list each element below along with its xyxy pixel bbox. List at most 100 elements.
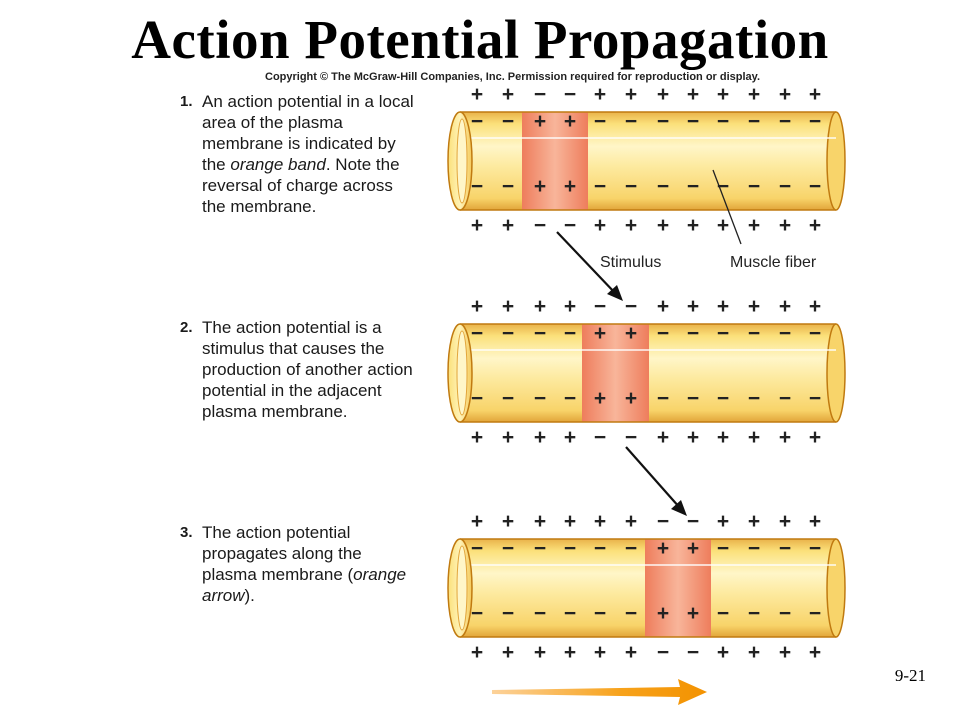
action-potential-band xyxy=(522,112,588,210)
inner-top-charge: − xyxy=(471,110,483,133)
inner-top-charge: + xyxy=(657,537,669,560)
outer-top-charge: + xyxy=(625,510,637,533)
muscle-fiber-leader-line xyxy=(712,169,742,245)
outer-top-charge: + xyxy=(687,295,699,318)
inner-top-charge: − xyxy=(809,322,821,345)
inner-bottom-charge: − xyxy=(564,602,576,625)
outer-bottom-charge: − xyxy=(687,641,699,664)
outer-bottom-charge: + xyxy=(534,641,546,664)
inner-bottom-charge: + xyxy=(564,175,576,198)
inner-top-charge: − xyxy=(717,322,729,345)
outer-bottom-charge: + xyxy=(779,426,791,449)
step-text: The action potential propagates along th… xyxy=(202,522,420,606)
inner-bottom-charge: − xyxy=(687,175,699,198)
outer-bottom-charge: + xyxy=(534,426,546,449)
inner-top-charge: − xyxy=(471,322,483,345)
outer-bottom-charge: + xyxy=(625,214,637,237)
outer-bottom-charge: + xyxy=(809,214,821,237)
inner-bottom-charge: + xyxy=(594,387,606,410)
inner-bottom-charge: − xyxy=(809,387,821,410)
inner-bottom-charge: − xyxy=(625,175,637,198)
inner-bottom-charge: − xyxy=(748,387,760,410)
inner-top-charge: − xyxy=(687,322,699,345)
outer-top-charge: + xyxy=(809,83,821,106)
inner-bottom-charge: + xyxy=(625,387,637,410)
outer-bottom-charge: + xyxy=(717,641,729,664)
outer-bottom-charge: + xyxy=(657,214,669,237)
stimulus-label: Stimulus xyxy=(600,254,661,271)
inner-bottom-charge: − xyxy=(717,175,729,198)
outer-bottom-charge: − xyxy=(534,214,546,237)
outer-top-charge: + xyxy=(779,83,791,106)
outer-bottom-charge: + xyxy=(779,214,791,237)
inner-bottom-charge: − xyxy=(809,175,821,198)
inner-bottom-charge: − xyxy=(748,175,760,198)
inner-top-charge: − xyxy=(471,537,483,560)
inner-bottom-charge: − xyxy=(687,387,699,410)
inner-top-charge: − xyxy=(534,322,546,345)
outer-top-charge: + xyxy=(809,295,821,318)
outer-top-charge: + xyxy=(748,295,760,318)
outer-bottom-charge: + xyxy=(657,426,669,449)
inner-bottom-charge: − xyxy=(748,602,760,625)
inner-bottom-charge: − xyxy=(717,387,729,410)
outer-bottom-charge: + xyxy=(717,214,729,237)
inner-top-charge: + xyxy=(687,537,699,560)
outer-top-charge: + xyxy=(687,83,699,106)
page-number: 9-21 xyxy=(894,666,926,685)
inner-top-charge: − xyxy=(594,537,606,560)
outer-top-charge: + xyxy=(657,295,669,318)
inner-top-charge: − xyxy=(625,110,637,133)
outer-bottom-charge: + xyxy=(687,214,699,237)
step-3-caption: 3. The action potential propagates along… xyxy=(180,522,420,606)
inner-bottom-charge: − xyxy=(594,602,606,625)
stimulus-arrow-1 xyxy=(556,231,623,301)
outer-top-charge: − xyxy=(687,510,699,533)
outer-top-charge: + xyxy=(779,510,791,533)
inner-top-charge: − xyxy=(502,322,514,345)
inner-top-charge: + xyxy=(534,110,546,133)
outer-top-charge: − xyxy=(564,83,576,106)
outer-bottom-charge: + xyxy=(625,641,637,664)
outer-bottom-charge: + xyxy=(471,641,483,664)
step-text: The action potential is a stimulus that … xyxy=(202,317,420,422)
outer-bottom-charge: + xyxy=(687,426,699,449)
outer-bottom-charge: + xyxy=(748,641,760,664)
outer-top-charge: + xyxy=(471,295,483,318)
copyright-notice: Copyright © The McGraw-Hill Companies, I… xyxy=(265,71,761,83)
step-2-caption: 2. The action potential is a stimulus th… xyxy=(180,317,420,422)
outer-top-charge: + xyxy=(717,83,729,106)
outer-bottom-charge: + xyxy=(748,214,760,237)
inner-top-charge: − xyxy=(717,110,729,133)
outer-bottom-charge: + xyxy=(564,641,576,664)
inner-top-charge: − xyxy=(534,537,546,560)
outer-bottom-charge: − xyxy=(625,426,637,449)
inner-bottom-charge: − xyxy=(717,602,729,625)
outer-top-charge: − xyxy=(657,510,669,533)
outer-top-charge: + xyxy=(471,83,483,106)
inner-bottom-charge: − xyxy=(502,175,514,198)
outer-bottom-charge: + xyxy=(809,426,821,449)
italic-term: orange band xyxy=(230,155,326,174)
outer-top-charge: + xyxy=(594,83,606,106)
action-potential-band xyxy=(582,324,649,422)
inner-top-charge: + xyxy=(564,110,576,133)
outer-top-charge: + xyxy=(717,510,729,533)
outer-top-charge: + xyxy=(779,295,791,318)
italic-term: orange arrow xyxy=(202,565,407,605)
outer-top-charge: + xyxy=(625,83,637,106)
outer-bottom-charge: − xyxy=(657,641,669,664)
inner-top-charge: − xyxy=(564,537,576,560)
inner-top-charge: − xyxy=(809,110,821,133)
action-potential-band xyxy=(645,539,711,637)
inner-top-charge: − xyxy=(748,537,760,560)
muscle-fiber-label: Muscle fiber xyxy=(730,254,817,271)
inner-bottom-charge: − xyxy=(471,175,483,198)
inner-top-charge: − xyxy=(502,537,514,560)
inner-top-charge: − xyxy=(687,110,699,133)
outer-top-charge: + xyxy=(502,295,514,318)
outer-bottom-charge: + xyxy=(748,426,760,449)
stimulus-arrow-2 xyxy=(625,446,687,516)
inner-bottom-charge: − xyxy=(625,602,637,625)
inner-top-charge: − xyxy=(779,110,791,133)
